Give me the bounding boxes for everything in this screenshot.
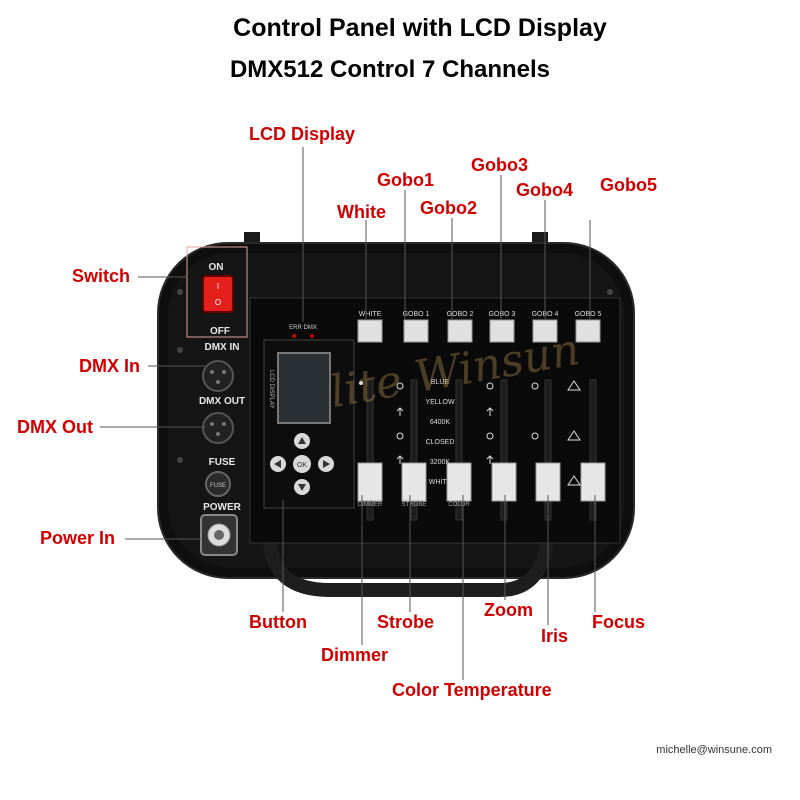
color-scale-3200k: 3200K	[430, 459, 451, 466]
err-dmx-label: ERR DMX	[289, 325, 317, 331]
fuse-holder	[205, 471, 231, 497]
iris-fader[interactable]	[535, 462, 561, 502]
white-key[interactable]	[357, 319, 383, 343]
switch-o-glyph: O	[215, 298, 221, 307]
callout-gobo2: Gobo2	[420, 198, 477, 218]
ok-button[interactable]	[293, 455, 311, 473]
page-title: Control Panel with LCD Display	[233, 14, 607, 42]
fuse-cap-text: FUSE	[210, 483, 226, 489]
dmx-out-connector	[202, 412, 234, 444]
color-scale-closed: CLOSED	[426, 439, 455, 446]
color-scale-yellow: YELLOW	[425, 399, 455, 406]
callout-gobo3: Gobo3	[471, 155, 528, 175]
dmx-in-connector	[202, 360, 234, 392]
fader-label-strobe: STROBE	[402, 502, 427, 508]
fader-knobs	[357, 462, 606, 502]
power-label: POWER	[203, 502, 242, 513]
callout-gobo1: Gobo1	[377, 170, 434, 190]
gobo2-key[interactable]	[447, 319, 473, 343]
callout-focus: Focus	[592, 612, 646, 632]
ok-button-label: OK	[297, 462, 307, 469]
color-scale-6400k: 6400K	[430, 419, 451, 426]
callout-dimmer: Dimmer	[321, 645, 389, 665]
callout-lcd-display: LCD Display	[249, 124, 356, 144]
callout-strobe: Strobe	[377, 612, 435, 632]
gobo5-key[interactable]	[575, 319, 601, 343]
gobo1-key[interactable]	[403, 319, 429, 343]
key-label-gobo5: GOBO 5	[575, 311, 602, 318]
callout-dmx-out: DMX Out	[17, 417, 93, 437]
contact-email: michelle@winsune.com	[656, 744, 772, 756]
color-temperature-fader[interactable]	[446, 462, 472, 502]
fader-label-color: COLOR	[448, 502, 470, 508]
color-scale-white: WHITE	[429, 479, 452, 486]
callout-lines	[100, 147, 596, 680]
switch-on-label: ON	[209, 262, 224, 273]
key-label-white: WHITE	[359, 311, 382, 318]
strobe-fader[interactable]	[401, 462, 427, 502]
lcd-screen	[277, 352, 331, 424]
nav-buttons: OK	[270, 433, 334, 495]
callout-zoom: Zoom	[484, 600, 533, 620]
dmx-out-label: DMX OUT	[199, 396, 245, 407]
callout-gobo4: Gobo4	[516, 180, 573, 200]
fader-tracks	[366, 379, 597, 521]
power-switch[interactable]	[202, 275, 234, 313]
switch-i-glyph: I	[217, 282, 219, 291]
fader-label-dimmer: DIMMER	[358, 502, 383, 508]
dmx-led	[310, 334, 314, 338]
callout-white: White	[337, 202, 386, 222]
callout-switch: Switch	[72, 266, 131, 286]
focus-fader[interactable]	[580, 462, 606, 502]
zoom-fader[interactable]	[491, 462, 517, 502]
callout-power-in: Power In	[40, 528, 116, 548]
key-label-gobo2: GOBO 2	[447, 311, 474, 318]
switch-off-label: OFF	[210, 326, 230, 337]
callout-button: Button	[249, 612, 307, 632]
dimmer-fader[interactable]	[357, 462, 383, 502]
dmx-in-label: DMX IN	[205, 342, 240, 353]
callout-dmx-in: DMX In	[79, 356, 140, 376]
callout-color-temperature: Color Temperature	[392, 680, 552, 700]
callout-gobo5: Gobo5	[600, 175, 657, 195]
key-label-gobo1: GOBO 1	[403, 311, 430, 318]
err-led	[292, 334, 296, 338]
fuse-label: FUSE	[209, 457, 236, 468]
color-scale-blue: BLUE	[431, 379, 450, 386]
lcd-display-label: LCD DISPLAY	[268, 370, 274, 409]
callout-iris: Iris	[541, 626, 569, 646]
key-label-gobo3: GOBO 3	[489, 311, 516, 318]
gobo3-key[interactable]	[489, 319, 515, 343]
page-subtitle: DMX512 Control 7 Channels	[229, 56, 551, 83]
